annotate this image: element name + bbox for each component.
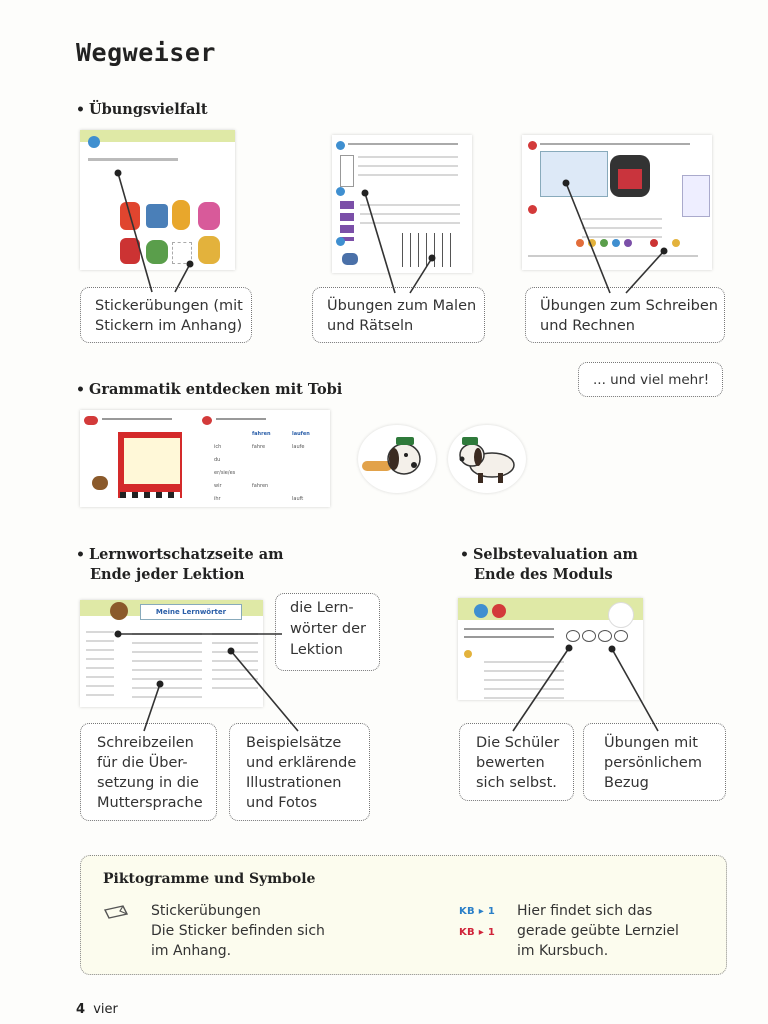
legend-sticker-text: Stickerübungen Die Sticker befinden sich… [151,903,325,959]
grammar-header-fahren: fahren [252,431,271,437]
grammar-header-laufen: laufen [292,431,310,437]
grammar-cell: laufe [292,444,305,450]
tobi-dog-illustration [358,425,436,493]
section-heading-grammatik: •Grammatik entdecken mit Tobi [76,381,343,398]
grammar-pronoun: er/sie/es [214,470,236,476]
grammar-pronoun: wir [214,483,222,489]
section-heading-uebungsvielfalt: •Übungsvielfalt [76,101,208,118]
page-number: 4 [76,1002,86,1017]
thumbnail-self-evaluation [458,598,643,700]
grammar-pronoun: ich [214,444,222,450]
legend-title: Piktogramme und Symbole [103,871,316,887]
section-heading-lernwortschatz: •Lernwortschatzseite am Ende jeder Lekti… [76,546,284,583]
page-title: Wegweiser [76,38,216,67]
thumbnail-writing-exercise [522,135,712,270]
thumbnail-vocabulary-page: Meine Lernwörter [80,600,263,707]
callout-and-much-more: ... und viel mehr! [578,362,723,397]
sticker-icon [103,904,129,924]
grammar-cell: fahren [252,483,269,489]
grammar-pronoun: ihr [214,496,221,502]
kb-blue-icon: KB ▸ 1 [459,906,496,917]
tobi-dog-illustration [448,425,526,493]
kb-red-icon: KB ▸ 1 [459,927,496,938]
legend-kb-text: Hier findet sich das gerade geübte Lernz… [517,903,679,959]
grammar-cell: fahre [252,444,266,450]
vocabulary-page-heading: Meine Lernwörter [140,604,242,620]
grammar-pronoun: du [214,457,221,463]
thumbnail-sticker-exercise [80,130,235,270]
page-word: vier [93,1002,118,1017]
page-footer: 4 vier [76,1002,118,1017]
section-heading-selbstevaluation: •Selbstevaluation am Ende des Moduls [460,546,638,583]
legend-box: Piktogramme und Symbole Stickerübungen D… [80,855,727,975]
thumbnail-drawing-exercise [332,135,472,273]
grammar-cell: lauft [292,496,304,502]
